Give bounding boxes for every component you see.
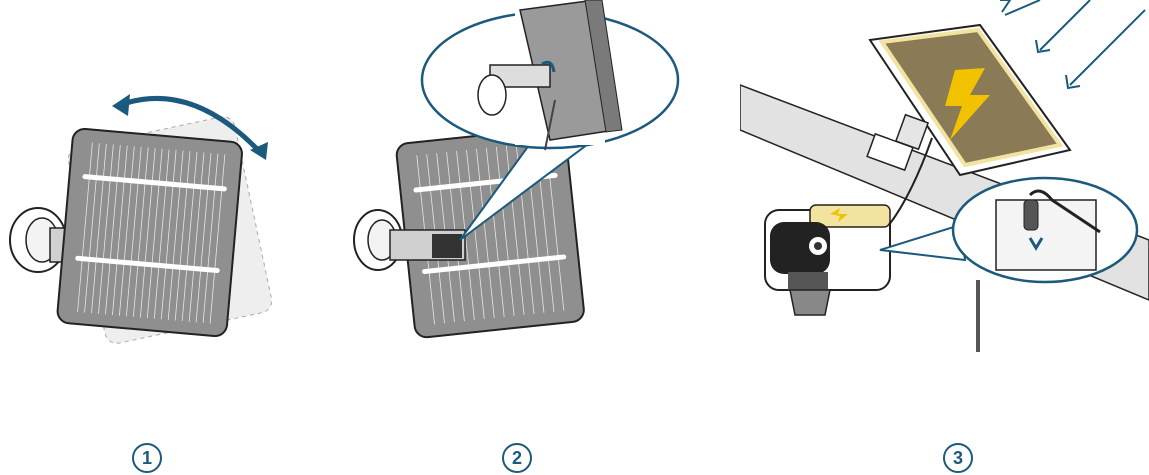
- step-1-illustration: [0, 0, 380, 380]
- sun-rays-icon: [1000, 0, 1145, 88]
- step-1-badge: 1: [132, 443, 162, 473]
- step-2-badge: 2: [502, 443, 532, 473]
- solar-panel: [57, 128, 243, 337]
- step-2-illustration: [340, 0, 720, 380]
- step-3-illustration: [740, 0, 1149, 380]
- step-3-badge: 3: [943, 443, 973, 473]
- camera: [765, 205, 890, 315]
